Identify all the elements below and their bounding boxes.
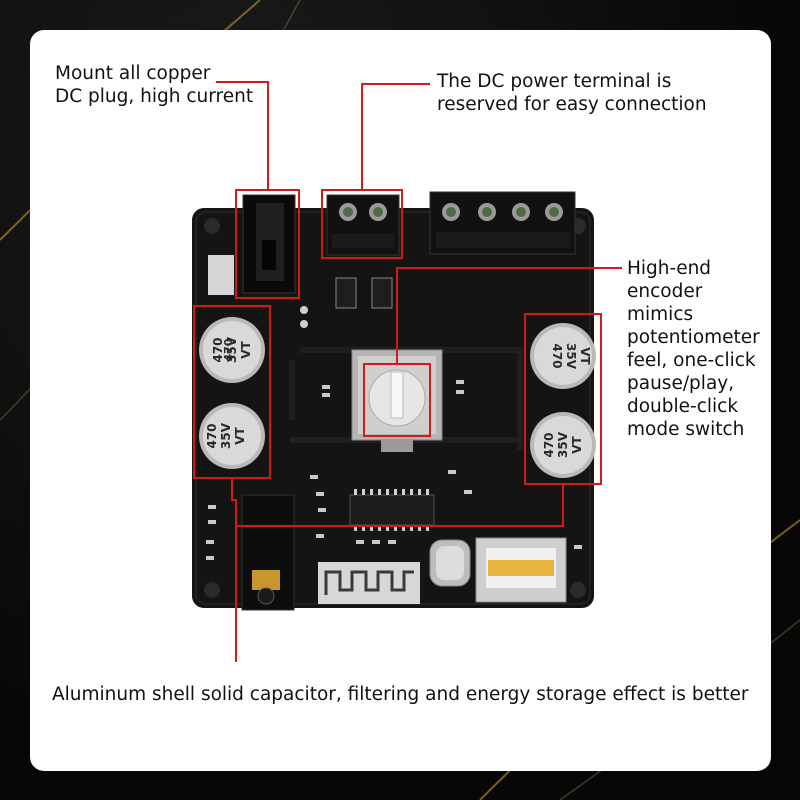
svg-text:470: 470 [542, 432, 556, 457]
capacitor-left-top: 470 [199, 317, 265, 383]
svg-text:VT: VT [570, 435, 584, 453]
cap-marking: 470 [222, 338, 235, 361]
svg-text:470: 470 [550, 343, 564, 368]
svg-text:35V: 35V [564, 343, 578, 370]
crystal-oscillator [429, 539, 471, 587]
usb-port [475, 537, 567, 603]
audio-jack [241, 494, 295, 611]
svg-text:VT: VT [239, 340, 253, 358]
svg-text:35V: 35V [225, 336, 239, 363]
label-dc-power-terminal: The DC power terminal is reserved for ea… [437, 71, 707, 115]
svg-text:35V: 35V [556, 431, 570, 458]
label-copper-dc-plug: Mount all copper DC plug, high current [55, 63, 254, 107]
amplifier-ic [349, 489, 435, 531]
mounting-hole [204, 218, 220, 234]
smd-diode [335, 277, 357, 309]
svg-text:470: 470 [211, 337, 225, 362]
leader-lines [216, 81, 622, 662]
bluetooth-module [318, 562, 420, 604]
mounting-hole [204, 582, 220, 598]
capacitor-left-bottom [199, 403, 265, 469]
smd-diode [371, 277, 393, 309]
label-capacitor: Aluminum shell solid capacitor, filterin… [52, 684, 749, 705]
label-encoder: High-end encoder mimics potentiometer fe… [627, 258, 760, 440]
cap-markings: 470 35V VT 470 35V VT 470 35V VT 470 35V… [205, 336, 592, 458]
smd-components [206, 380, 582, 560]
dc-jack [242, 194, 296, 294]
dc-power-terminal [326, 194, 400, 256]
svg-text:470: 470 [205, 423, 219, 448]
svg-text:VT: VT [233, 426, 247, 444]
led [300, 320, 308, 328]
led [300, 306, 308, 314]
inductor [208, 255, 234, 295]
speaker-terminal [429, 191, 576, 255]
svg-text:VT: VT [578, 347, 592, 365]
svg-text:35V: 35V [219, 422, 233, 449]
mounting-hole [570, 582, 586, 598]
capacitor-right-bottom [530, 412, 596, 478]
capacitor-right-top [530, 323, 596, 389]
